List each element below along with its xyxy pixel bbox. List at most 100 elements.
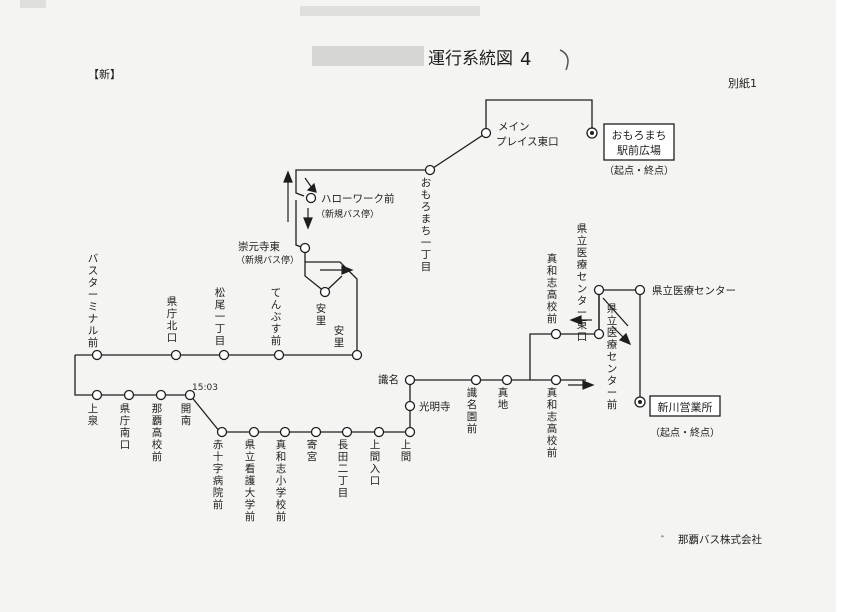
route-diagonal	[602, 297, 629, 327]
terminal-omoromachi: おもろまち 駅前広場 （起点・終点）	[603, 123, 675, 177]
stop-kango	[248, 426, 260, 438]
stop-hospital	[634, 284, 646, 296]
label-main-place-1: メイン	[498, 121, 530, 133]
label-mawashi-hs: 真和志高校前	[547, 386, 558, 459]
stop-kencho-kita	[170, 349, 182, 361]
vertical-labels: おもろまち一丁目てんぶす前安里安里松尾一丁目県庁北口バスターミナル前上泉県庁南口…	[88, 177, 618, 523]
stop-hellowork	[305, 192, 317, 204]
route-sogenji	[295, 200, 305, 249]
label-hospital: 県立医療センター	[652, 284, 736, 297]
route-asato-east	[304, 248, 358, 355]
company-name: 那覇バス株式会社	[678, 533, 762, 546]
terminal-omoromachi-name2: 駅前広場	[617, 143, 661, 157]
stop-asato-b	[351, 349, 363, 361]
label-asato-b: 安里	[334, 324, 345, 349]
figure-number: 4	[520, 49, 531, 70]
stop-hospital-east	[593, 284, 605, 296]
stop-tenbusu	[273, 349, 285, 361]
label-nagata: 長田二丁目	[338, 439, 349, 499]
route-top	[295, 99, 593, 197]
horizontal-labels: メイン プレイス東口 ハローワーク前 （新規バス停） 崇元寺東 （新規バス停） …	[236, 121, 736, 413]
label-kencho-minami: 県庁南口	[120, 403, 131, 451]
label-hospital-east: 県立医療センター東口	[577, 223, 588, 343]
stop-yorimiya	[310, 426, 322, 438]
label-yorimiya: 寄宮	[307, 438, 318, 463]
label-kainan: 開南	[181, 403, 192, 427]
route-hospital-loop	[556, 289, 640, 335]
terminal-shinkawa-name: 新川営業所	[658, 400, 713, 414]
stop-omoromachi1	[424, 164, 436, 176]
label-omoromachi1: おもろまち一丁目	[421, 177, 432, 273]
terminal-markers	[586, 127, 646, 408]
label-mawashi-hs-n: 真和志高校前	[547, 252, 558, 325]
stop-uema	[404, 426, 416, 438]
stop-uema-iriguchi	[373, 426, 385, 438]
label-uema-iriguchi: 上間入口	[370, 439, 381, 487]
stop-bus-terminal	[91, 349, 103, 361]
label-uema: 上間	[401, 439, 412, 463]
stop-naha-hs	[155, 389, 167, 401]
stop-sogenji	[299, 242, 311, 254]
stop-matsuo	[218, 349, 230, 361]
arrow-right-2	[582, 380, 595, 390]
label-kamiizumi: 上泉	[88, 403, 99, 427]
stop-circles	[91, 127, 646, 438]
scan-smudges	[20, 0, 480, 16]
new-tag: 【新】	[88, 67, 121, 81]
stop-mawashi-es	[279, 426, 291, 438]
obscured-title-prefix	[312, 46, 424, 66]
label-asato-a: 安里	[316, 302, 327, 327]
stop-shikina-en	[470, 374, 482, 386]
label-hellowork-note: （新規バス停）	[316, 208, 379, 220]
stop-kencho-minami	[123, 389, 135, 401]
label-bus-terminal: バスターミナル前	[88, 253, 99, 349]
terminal-omoromachi-name: おもろまち	[612, 129, 667, 142]
label-mawashi-es: 真和志小学校前	[276, 438, 287, 523]
terminal-shinkawa: 新川営業所 （起点・終点）	[649, 395, 721, 439]
label-main-place-2: プレイス東口	[496, 135, 559, 148]
footer-mark: ﾞ	[661, 535, 666, 547]
direction-arrows	[283, 170, 632, 390]
attachment-label: 別紙1	[728, 76, 757, 90]
arrow-down-right	[306, 182, 317, 193]
stop-mawashi-hs	[550, 374, 562, 386]
stop-sekijuji	[216, 426, 228, 438]
terminal-omoromachi-note: （起点・終点）	[604, 164, 674, 177]
label-komyoji: 光明寺	[419, 400, 451, 413]
title-block: 運行系統図 4	[312, 46, 569, 71]
terminal-shinkawa-note: （起点・終点）	[650, 426, 720, 439]
stop-main-place	[480, 127, 492, 139]
label-hospital-front: 県立医療センター前	[607, 303, 618, 411]
handwritten-note: 15:03	[192, 383, 218, 393]
stop-hospital-front	[593, 328, 605, 340]
label-sekijuji: 赤十字病院前	[213, 439, 224, 511]
label-naha-hs: 那覇高校前	[152, 403, 163, 463]
arrow-left	[569, 315, 582, 325]
arrow-down	[303, 217, 313, 230]
label-hellowork: ハローワーク前	[321, 192, 395, 205]
label-shikina: 識名	[378, 373, 399, 386]
stop-shikina	[404, 374, 416, 386]
arrow-down-right-2	[618, 332, 632, 346]
stop-asato-a	[319, 286, 331, 298]
stop-mawashi-hs-n	[550, 328, 562, 340]
label-sogenji-note: （新規バス停）	[236, 254, 299, 266]
arrow-right	[341, 265, 354, 275]
route-mawashi-hs-n	[529, 333, 556, 380]
arrow-up	[283, 170, 293, 183]
label-sogenji: 崇元寺東	[238, 240, 280, 253]
label-shikina-en: 識名園前	[467, 386, 478, 435]
stop-nagata	[341, 426, 353, 438]
label-matsuo: 松尾一丁目	[215, 286, 226, 347]
stop-kainan	[184, 389, 196, 401]
label-kango: 県立看護大学前	[245, 439, 256, 523]
page-title: 運行系統図	[428, 49, 513, 69]
route-asato-loop	[304, 262, 343, 293]
paren-mark	[559, 49, 569, 71]
label-maaji: 真地	[498, 386, 509, 411]
stop-kamiizumi	[91, 389, 103, 401]
paper-edge	[836, 0, 842, 612]
label-tenbusu: てんぶす前	[271, 287, 282, 347]
